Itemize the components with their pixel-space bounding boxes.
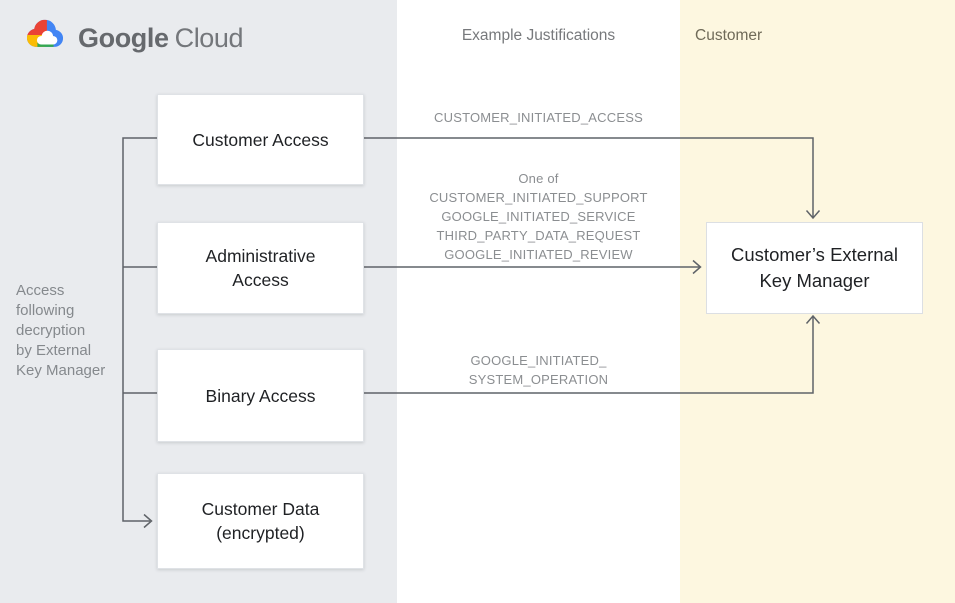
google-cloud-icon — [22, 16, 68, 59]
customers-external-key-manager-node: Customer’s External Key Manager — [706, 222, 923, 314]
customer-access-node: Customer Access — [157, 94, 364, 185]
administrative-access-node: Administrative Access — [157, 222, 364, 314]
justification-customer-access: CUSTOMER_INITIATED_ACCESS — [434, 110, 643, 125]
one-of-label: One of — [518, 171, 559, 186]
justification-binary-access: GOOGLE_INITIATED_ SYSTEM_OPERATION — [468, 353, 609, 387]
customer-data-encrypted-node: Customer Data (encrypted) — [157, 473, 364, 569]
middle-column-header: Example Justifications — [461, 27, 616, 44]
binary-access-node: Binary Access — [157, 349, 364, 442]
justification-admin-access-list: One of CUSTOMER_INITIATED_SUPPORT GOOGLE… — [397, 169, 680, 264]
customer-column-header: Customer — [695, 27, 763, 44]
access-following-decryption-note: Access following decryption by External … — [16, 282, 106, 379]
